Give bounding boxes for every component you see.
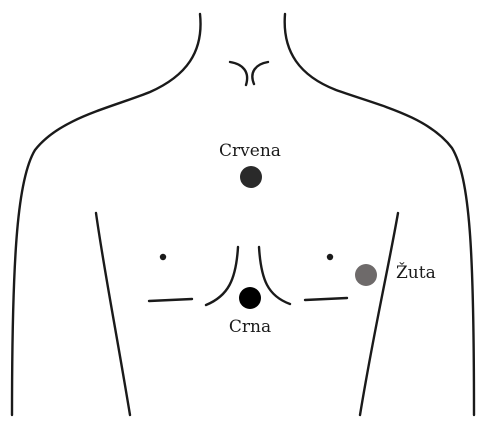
left-pectoral-line <box>149 299 192 301</box>
right-inner-arm-line <box>360 213 398 415</box>
left-sternum-curve <box>206 247 238 305</box>
electrode-yellow-dot <box>355 264 377 286</box>
left-clavicle-notch <box>230 62 247 85</box>
electrode-black-label: Crna <box>229 317 271 337</box>
right-sternum-curve <box>259 247 290 304</box>
left-inner-arm-line <box>96 213 130 415</box>
electrode-red-label: Crvena <box>219 141 281 161</box>
right-neck-shoulder-line <box>285 14 474 415</box>
left-nipple <box>160 254 166 260</box>
right-nipple <box>327 254 333 260</box>
electrode-markers <box>239 166 377 309</box>
electrode-yellow-label: Žuta <box>396 262 436 283</box>
right-clavicle-notch <box>252 62 268 84</box>
electrode-black-dot <box>239 287 261 309</box>
left-neck-shoulder-line <box>12 14 201 415</box>
electrode-red-dot <box>240 166 262 188</box>
right-pectoral-line <box>305 298 347 300</box>
torso-outline <box>12 14 474 415</box>
